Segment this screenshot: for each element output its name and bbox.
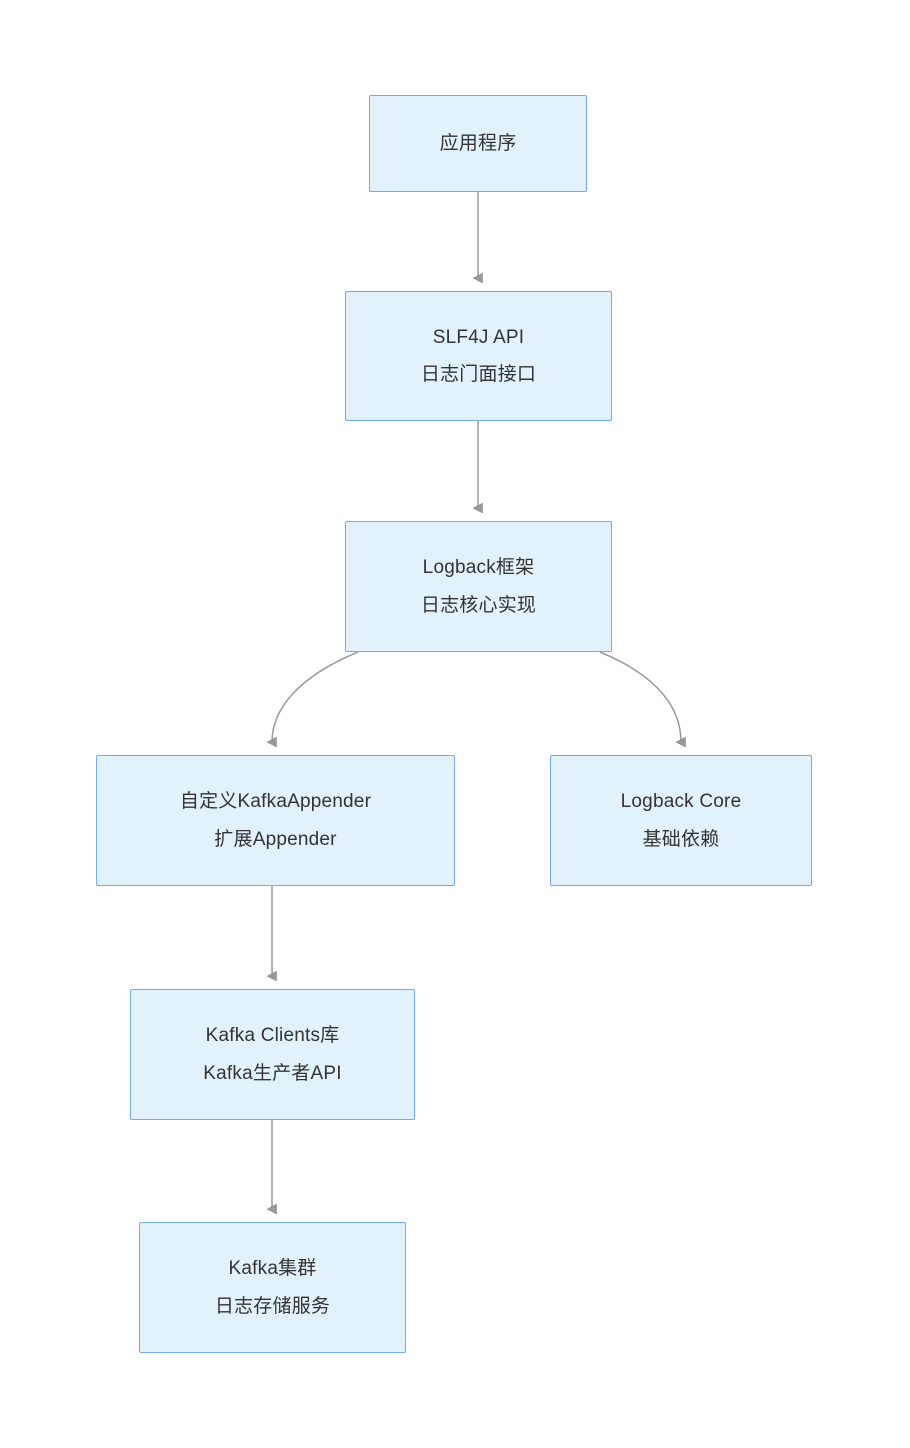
node-logback-framework-line-2: 日志核心实现	[420, 594, 537, 616]
node-app-line-1: 应用程序	[439, 132, 517, 154]
node-logback-core[interactable]: Logback Core 基础依赖	[550, 755, 812, 886]
node-kafka-appender[interactable]: 自定义KafkaAppender 扩展Appender	[96, 755, 455, 886]
node-slf4j-api-line-2: 日志门面接口	[420, 364, 537, 385]
node-kafka-cluster-line-1: Kafka集群	[228, 1258, 317, 1280]
node-slf4j-api[interactable]: SLF4J API 日志门面接口	[345, 291, 612, 421]
node-app[interactable]: 应用程序	[369, 95, 587, 192]
node-slf4j-api-line-1: SLF4J API	[432, 326, 525, 348]
node-kafka-appender-line-1: 自定义KafkaAppender	[179, 791, 372, 813]
node-logback-framework[interactable]: Logback框架 日志核心实现	[345, 521, 612, 652]
node-kafka-clients[interactable]: Kafka Clients库 Kafka生产者API	[130, 989, 415, 1120]
node-kafka-cluster[interactable]: Kafka集群 日志存储服务	[139, 1222, 406, 1353]
node-logback-framework-line-1: Logback框架	[422, 557, 535, 579]
node-logback-core-line-2: 基础依赖	[642, 828, 720, 850]
node-kafka-cluster-line-2: 日志存储服务	[214, 1295, 331, 1317]
node-kafka-clients-line-2: Kafka生产者API	[203, 1062, 342, 1084]
node-kafka-appender-line-2: 扩展Appender	[214, 828, 337, 850]
node-logback-core-line-1: Logback Core	[620, 791, 742, 813]
edge-logback-to-kafka-core	[599, 651, 681, 742]
node-kafka-clients-line-1: Kafka Clients库	[205, 1025, 340, 1047]
edge-logback-to-kafka-appender	[272, 651, 359, 742]
